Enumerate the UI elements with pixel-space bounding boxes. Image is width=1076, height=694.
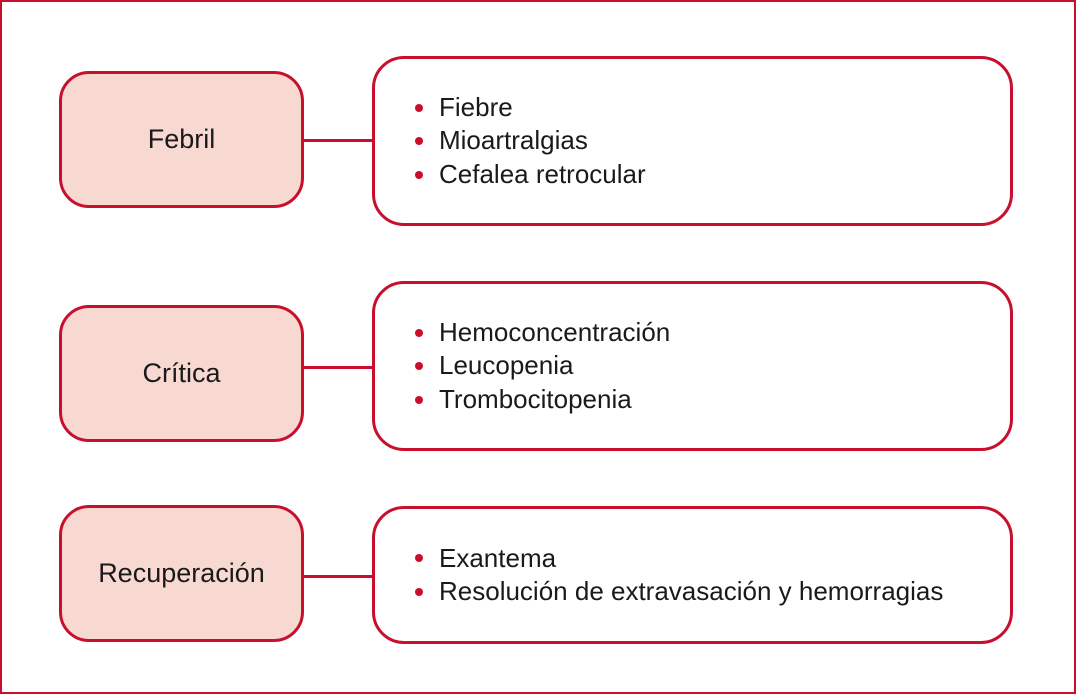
list-item-text: Cefalea retrocular	[439, 158, 646, 189]
detail-box-febril: Fiebre Mioartralgias Cefalea retrocular	[372, 56, 1013, 226]
bullet-icon	[415, 554, 423, 563]
symptom-list: Hemoconcentración Leucopenia Trombocitop…	[375, 316, 670, 417]
connector-line	[304, 366, 373, 369]
phase-box-critica: Crítica	[59, 305, 304, 442]
bullet-icon	[415, 103, 423, 112]
bullet-icon	[415, 395, 423, 404]
list-item-text: Hemoconcentración	[439, 316, 671, 347]
bullet-icon	[415, 362, 423, 370]
connector-line	[304, 139, 373, 142]
list-item: Mioartralgias	[415, 124, 646, 158]
list-item: Exantema	[415, 542, 943, 576]
list-item-text: Resolución de extravasación y hemorragia…	[439, 576, 944, 606]
phase-box-febril: Febril	[59, 71, 304, 208]
list-item: Cefalea retrocular	[415, 158, 646, 192]
detail-box-recuperacion: Exantema Resolución de extravasación y h…	[372, 506, 1013, 644]
bullet-icon	[415, 170, 423, 179]
detail-box-critica: Hemoconcentración Leucopenia Trombocitop…	[372, 281, 1013, 451]
list-item-text: Trombocitopenia	[439, 383, 632, 414]
list-item: Hemoconcentración	[415, 316, 670, 350]
connector-line	[304, 575, 373, 578]
bullet-icon	[415, 328, 423, 337]
bullet-icon	[415, 587, 423, 596]
list-item: Trombocitopenia	[415, 383, 670, 417]
list-item-text: Exantema	[439, 542, 557, 573]
list-item: Fiebre	[415, 91, 646, 125]
list-item-text: Fiebre	[439, 91, 513, 122]
list-item: Resolución de extravasación y hemorragia…	[415, 575, 943, 609]
phase-box-recuperacion: Recuperación	[59, 505, 304, 642]
bullet-icon	[415, 137, 423, 145]
list-item: Leucopenia	[415, 349, 670, 383]
symptom-list: Fiebre Mioartralgias Cefalea retrocular	[375, 91, 646, 192]
list-item-text: Leucopenia	[439, 350, 574, 381]
list-item-text: Mioartralgias	[439, 125, 588, 156]
symptom-list: Exantema Resolución de extravasación y h…	[375, 542, 943, 609]
